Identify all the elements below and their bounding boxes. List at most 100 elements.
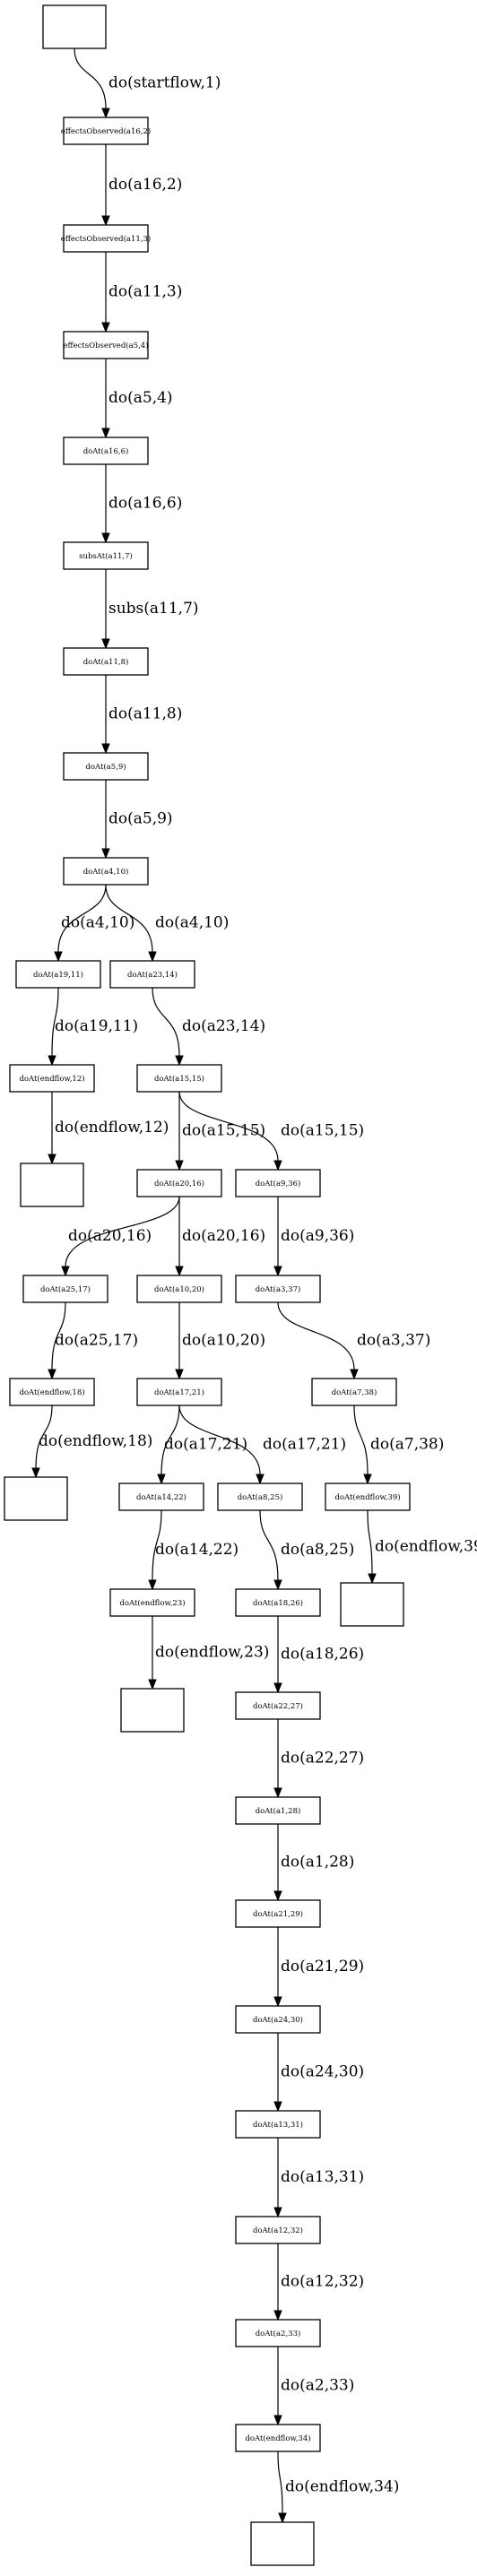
node-box: doAt(endflow,34) xyxy=(235,2424,321,2452)
edge-label: do(a14,22) xyxy=(155,1541,238,1559)
edge-label: do(a12,32) xyxy=(281,2273,364,2291)
node-label: doAt(a19,11) xyxy=(33,970,83,980)
edge-arrow: do(endflow,34) xyxy=(277,2451,399,2524)
arrowhead-icon xyxy=(273,1579,282,1591)
node-box: doAt(a8,25) xyxy=(217,1482,303,1511)
arrowhead-icon xyxy=(101,638,110,650)
node-outline xyxy=(340,1582,404,1627)
edge-label: do(a21,29) xyxy=(281,1958,364,1975)
arrowhead-icon xyxy=(101,848,110,860)
edge-arrow: do(a17,21) xyxy=(157,1405,247,1485)
node-outline xyxy=(63,117,149,145)
node-label: doAt(a21,29) xyxy=(253,1909,303,1919)
edge-arrow: do(a15,15) xyxy=(175,1092,265,1171)
node-label: doAt(a9,36) xyxy=(256,1179,301,1189)
arrowhead-icon xyxy=(273,2101,282,2113)
node-outline xyxy=(118,1482,204,1511)
terminal-box xyxy=(340,1582,404,1627)
node-outline xyxy=(136,1275,222,1303)
node-outline xyxy=(63,647,149,676)
node-outline xyxy=(217,1482,303,1511)
node-outline xyxy=(63,331,149,359)
edge-arrow: do(a3,37) xyxy=(277,1301,430,1380)
arrowhead-icon xyxy=(273,1266,282,1277)
node-label: doAt(a15,15) xyxy=(154,1074,204,1084)
edge-label: do(a9,36) xyxy=(281,1227,354,1245)
edge-label: do(endflow,34) xyxy=(285,2478,399,2496)
edge-line xyxy=(178,1091,279,1162)
node-box: doAt(a19,11) xyxy=(15,960,101,989)
edge-line xyxy=(65,1196,180,1267)
node-outline xyxy=(235,1169,321,1197)
edge-label: do(a16,6) xyxy=(108,495,182,513)
node-outline xyxy=(109,1588,195,1617)
node-outline xyxy=(235,2005,321,2034)
arrowhead-icon xyxy=(175,1160,184,1171)
node-box: doAt(a15,15) xyxy=(136,1064,222,1093)
arrowhead-icon xyxy=(148,1579,157,1591)
arrowhead-icon xyxy=(148,951,157,963)
node-label: doAt(a7,38) xyxy=(332,1387,377,1397)
node-outline xyxy=(235,1899,321,1928)
edge-label: do(a11,8) xyxy=(108,705,182,723)
node-outline xyxy=(22,1275,108,1303)
arrowhead-icon xyxy=(273,1160,282,1171)
node-label: doAt(a24,30) xyxy=(253,2015,303,2025)
edge-arrow: do(a2,33) xyxy=(273,2347,354,2426)
node-box: doAt(a9,36) xyxy=(235,1169,321,1197)
node-label: doAt(a8,25) xyxy=(238,1492,283,1502)
arrowhead-icon xyxy=(54,951,63,963)
edge-label: do(endflow,12) xyxy=(55,1119,169,1137)
node-outline xyxy=(136,1169,222,1197)
node-outline xyxy=(63,541,149,570)
node-outline xyxy=(20,1163,84,1207)
arrowhead-icon xyxy=(101,108,110,119)
node-box: doAt(a11,8) xyxy=(63,647,149,676)
node-box: effectsObserved(a16,2) xyxy=(61,117,151,145)
node-box: doAt(a20,16) xyxy=(136,1169,222,1197)
arrowhead-icon xyxy=(273,1996,282,2008)
node-outline xyxy=(250,2521,315,2566)
node-outline xyxy=(235,2424,321,2452)
node-outline xyxy=(9,1378,95,1406)
edge-arrow: do(a15,15) xyxy=(178,1091,364,1171)
node-box: doAt(a2,33) xyxy=(235,2319,321,2347)
node-outline xyxy=(235,1796,321,1825)
edge-label: do(a10,20) xyxy=(182,1332,265,1350)
node-label: doAt(a3,37) xyxy=(256,1284,301,1294)
node-box: doAt(endflow,12) xyxy=(9,1064,95,1093)
arrowhead-icon xyxy=(48,1055,56,1067)
node-label: doAt(a5,9) xyxy=(85,762,126,772)
edge-arrow: do(a14,22) xyxy=(148,1509,238,1591)
node-label: doAt(a12,32) xyxy=(253,2226,303,2235)
edge-line xyxy=(160,1405,180,1475)
node-label: doAt(a18,26) xyxy=(253,1598,303,1608)
node-outline xyxy=(63,857,149,886)
node-label: doAt(a2,33) xyxy=(256,2329,301,2338)
edge-arrow: do(a12,32) xyxy=(273,2243,364,2321)
edge-arrow: do(a19,11) xyxy=(48,987,138,1067)
edge-line xyxy=(259,1509,279,1581)
edge-label: do(a22,27) xyxy=(281,1750,364,1768)
edge-arrow: do(a16,2) xyxy=(101,144,182,227)
node-box: doAt(a3,37) xyxy=(235,1275,321,1303)
node-outline xyxy=(63,437,149,465)
arrowhead-icon xyxy=(101,428,110,439)
edge-arrow: do(a7,38) xyxy=(353,1405,444,1485)
edge-label: do(a20,16) xyxy=(68,1227,152,1245)
edge-line xyxy=(367,1509,373,1575)
node-box: doAt(a22,27) xyxy=(235,1691,321,1720)
node-label: doAt(a25,17) xyxy=(40,1284,91,1294)
node-box: doAt(a5,9) xyxy=(63,752,149,781)
edge-arrow: do(a17,21) xyxy=(178,1405,346,1485)
edge-arrow: do(a24,30) xyxy=(273,2033,364,2113)
edge-label: do(a7,38) xyxy=(370,1436,444,1454)
edge-label: do(a17,21) xyxy=(164,1436,247,1454)
node-outline xyxy=(63,752,149,781)
node-label: doAt(a14,22) xyxy=(136,1492,186,1502)
node-box: doAt(a7,38) xyxy=(311,1378,397,1406)
node-label: doAt(a1,28) xyxy=(256,1806,301,1816)
arrowhead-icon xyxy=(101,215,110,227)
node-label: doAt(a13,31) xyxy=(253,2120,303,2130)
arrowhead-icon xyxy=(101,322,110,333)
